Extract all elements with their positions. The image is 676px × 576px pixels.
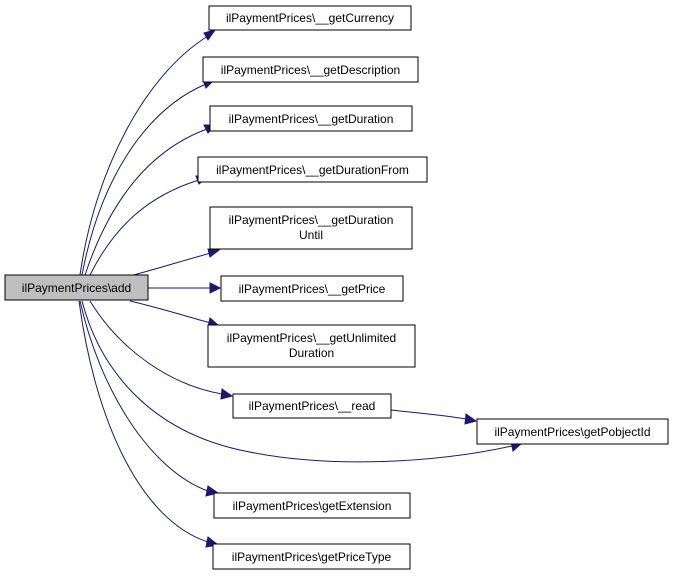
- edge-add-to-getdurationuntil: [129, 248, 221, 277]
- node-getdurationfrom-label: ilPaymentPrices\__getDurationFrom: [216, 163, 409, 177]
- node-read[interactable]: ilPaymentPrices\__read: [232, 393, 392, 419]
- node-getextension-label: ilPaymentPrices\getExtension: [233, 499, 392, 513]
- node-getextension[interactable]: ilPaymentPrices\getExtension: [213, 492, 411, 519]
- edge-read-to-getpobjectid: [390, 409, 478, 425]
- node-getunlimitedduration[interactable]: ilPaymentPrices\__getUnlimited Duration: [207, 324, 416, 368]
- node-root-add[interactable]: ilPaymentPrices\add: [4, 274, 149, 301]
- node-getdescription-label: ilPaymentPrices\__getDescription: [221, 63, 400, 77]
- node-getdurationuntil[interactable]: ilPaymentPrices\__getDuration Until: [209, 206, 413, 250]
- node-getprice-label: ilPaymentPrices\__getPrice: [239, 282, 386, 296]
- node-getcurrency[interactable]: ilPaymentPrices\__getCurrency: [208, 5, 412, 31]
- node-getpobjectid-label: ilPaymentPrices\getPobjectId: [494, 425, 650, 439]
- node-read-label: ilPaymentPrices\__read: [249, 399, 376, 413]
- node-getdescription[interactable]: ilPaymentPrices\__getDescription: [202, 56, 419, 83]
- edge-add-to-getunlimitedduration: [129, 300, 221, 328]
- edge-add-to-getdescription: [81, 79, 216, 276]
- node-getdurationfrom[interactable]: ilPaymentPrices\__getDurationFrom: [197, 156, 428, 183]
- node-getdurationuntil-label-line2: Until: [299, 228, 323, 242]
- node-root-add-label: ilPaymentPrices\add: [22, 281, 131, 295]
- node-getpobjectid[interactable]: ilPaymentPrices\getPobjectId: [476, 418, 669, 445]
- node-getcurrency-label: ilPaymentPrices\__getCurrency: [226, 11, 394, 25]
- node-getdurationuntil-label-line1: ilPaymentPrices\__getDuration: [229, 213, 394, 227]
- edge-add-to-getpricetype: [78, 300, 220, 548]
- node-getunlimitedduration-label-line1: ilPaymentPrices\__getUnlimited: [227, 331, 396, 345]
- node-getprice[interactable]: ilPaymentPrices\__getPrice: [220, 275, 404, 302]
- node-getpricetype-label: ilPaymentPrices\getPriceType: [232, 550, 392, 564]
- edge-add-to-read: [89, 300, 234, 400]
- edge-add-to-getcurrency: [79, 29, 217, 276]
- node-getpricetype[interactable]: ilPaymentPrices\getPriceType: [212, 543, 411, 570]
- node-getduration-label: ilPaymentPrices\__getDuration: [229, 112, 394, 126]
- edge-add-to-getduration: [84, 124, 218, 276]
- edge-add-to-getextension: [79, 300, 220, 497]
- call-nodes: ilPaymentPrices\add ilPaymentPrices\__ge…: [4, 5, 669, 570]
- node-getunlimitedduration-label-line2: Duration: [289, 346, 334, 360]
- node-getduration[interactable]: ilPaymentPrices\__getDuration: [209, 105, 413, 132]
- edge-add-to-getprice: [148, 282, 222, 294]
